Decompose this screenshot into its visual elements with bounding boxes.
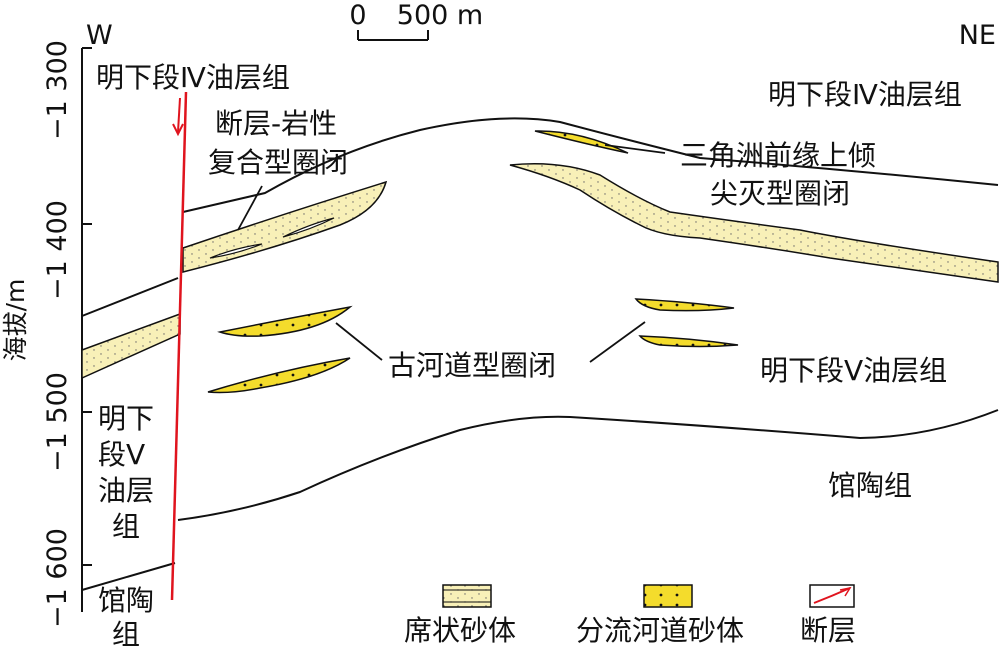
sand-lens (209, 243, 263, 259)
fault-arrow-head (172, 123, 184, 137)
trap-label-delta-front: 尖灭型圈闭 (710, 177, 850, 210)
legend-label-channel-sand: 分流河道砂体 (576, 614, 744, 647)
formation-label-middle-left-line: 段Ⅴ (98, 438, 145, 471)
leader-line (335, 322, 383, 361)
trap-label-paleochannel: 古河道型圈闭 (388, 349, 556, 382)
formation-label-middle-left-line: 明下 (98, 402, 154, 435)
sheet-sand-body-left (81, 312, 181, 380)
channel-sand-body (217, 305, 353, 337)
lower-boundary-line (177, 409, 999, 521)
direction-west-label: W (86, 20, 113, 51)
trap-label-fault-lithologic: 复合型圈闭 (208, 146, 348, 179)
lower-boundary-line-left (81, 562, 176, 591)
sheet-sand-body (182, 180, 388, 273)
channel-sand-body (638, 335, 739, 348)
leader-line (604, 144, 666, 154)
formation-label-lower-right: 馆陶组 (828, 469, 912, 502)
formation-label-middle-left-line: 组 (112, 510, 140, 543)
formation-label-lower-left-line: 馆陶 (98, 584, 154, 617)
direction-northeast-label: NE (959, 20, 996, 51)
channel-sand-swatch (643, 584, 693, 608)
trap-label-fault-lithologic: 断层-岩性 (215, 107, 337, 140)
formation-label-lower-left-line: 组 (112, 618, 140, 651)
channel-sand-body (534, 130, 629, 154)
channel-sand-body (207, 357, 351, 394)
formation-label-upper-left: 明下段Ⅳ油层组 (96, 61, 290, 94)
y-tick-label: −1 600 (42, 528, 73, 628)
legend-label-fault: 断层 (800, 614, 856, 647)
scale-end-label: 500 m (397, 0, 483, 31)
sand-lens (282, 217, 335, 238)
fault-arrow (177, 97, 181, 133)
upper-boundary-line (182, 117, 999, 213)
fault-line (170, 91, 188, 601)
y-tick-label: −1 400 (42, 200, 73, 300)
leader-line (589, 321, 646, 363)
scale-start-label: 0 (349, 0, 366, 31)
fault-symbol-arrow (839, 586, 852, 597)
scale-bar: 0 500 m (349, 0, 483, 41)
y-tick-label: −1 300 (42, 40, 73, 140)
formation-label-upper-right: 明下段Ⅳ油层组 (768, 78, 962, 111)
upper-boundary-line-left (81, 277, 179, 317)
legend-label-sheet-sand: 席状砂体 (404, 614, 516, 647)
formation-label-middle-left-line: 油层 (98, 474, 154, 507)
leader-line (237, 185, 263, 231)
y-axis-title: 海拔/m (1, 279, 30, 362)
channel-sand-body (634, 298, 735, 312)
legend: 席状砂体 分流河道砂体 断层 (404, 584, 856, 647)
formation-label-middle-right: 明下段Ⅴ油层组 (760, 354, 947, 387)
trap-label-delta-front: 三角洲前缘上倾 (680, 139, 876, 172)
sheet-sand-swatch (442, 584, 492, 608)
delta-front-sand-body (509, 163, 999, 283)
y-tick-label: −1 500 (42, 372, 73, 472)
